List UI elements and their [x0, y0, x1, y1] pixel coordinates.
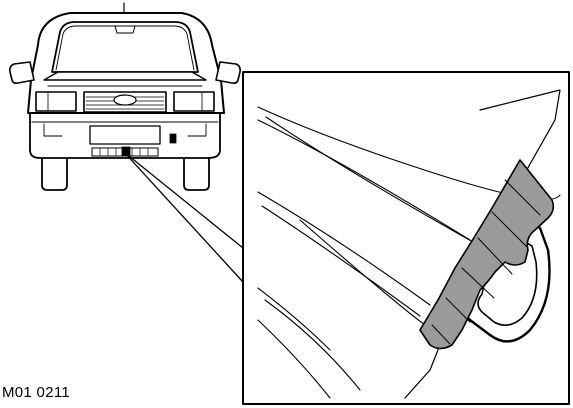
- vehicle-front-view: [9, 2, 241, 191]
- detail-view: [242, 71, 570, 405]
- right-front-wheel: [183, 149, 210, 191]
- callout-leader: [123, 151, 244, 283]
- towing-eye-marker: [121, 146, 131, 157]
- number-plate: [89, 125, 161, 145]
- windscreen: [51, 21, 199, 73]
- left-headlamp: [35, 91, 77, 112]
- right-door-mirror: [215, 61, 241, 84]
- figure-reference-code: M01 0211: [2, 384, 71, 401]
- bumper-lamp: [169, 133, 177, 144]
- grille-badge: [113, 94, 137, 106]
- bonnet: [43, 71, 207, 81]
- left-door-mirror: [9, 61, 35, 84]
- towing-eye-cover: [419, 159, 555, 350]
- right-headlamp: [173, 91, 215, 112]
- left-front-wheel: [41, 149, 68, 191]
